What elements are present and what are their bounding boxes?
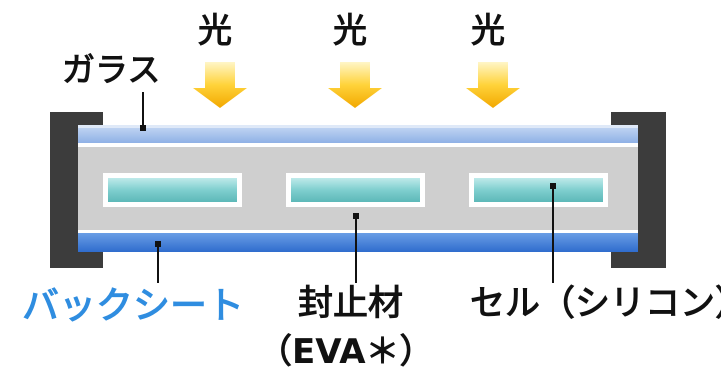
frame-right: [611, 112, 666, 268]
backsheet-layer: [78, 233, 638, 252]
glass-label: ガラス: [62, 50, 161, 89]
cell-2: [286, 173, 425, 207]
frame-left: [50, 112, 103, 268]
leader-encapsulant: [353, 213, 359, 283]
light-label-2: 光: [333, 11, 367, 51]
layer-gap-bottom: [78, 230, 638, 233]
leader-cell: [550, 183, 556, 283]
encapsulant-label: 封止材: [298, 284, 404, 324]
glass-layer: [78, 125, 638, 143]
cell-1: [103, 173, 242, 207]
leader-glass: [140, 92, 146, 131]
glass-highlight: [78, 125, 638, 128]
leader-backsheet: [155, 241, 161, 283]
layer-gap-top: [78, 143, 638, 147]
light-arrow-2: [328, 62, 382, 108]
light-label-1: 光: [198, 11, 232, 51]
backsheet-label: バックシート: [22, 284, 244, 327]
light-label-3: 光: [471, 11, 505, 51]
cell-label: セル（シリコン）: [470, 284, 721, 324]
cell-3: [469, 173, 608, 207]
light-arrow-1: [193, 62, 247, 108]
light-arrow-3: [466, 62, 520, 108]
encapsulant-sublabel: （EVA＊）: [258, 332, 434, 372]
